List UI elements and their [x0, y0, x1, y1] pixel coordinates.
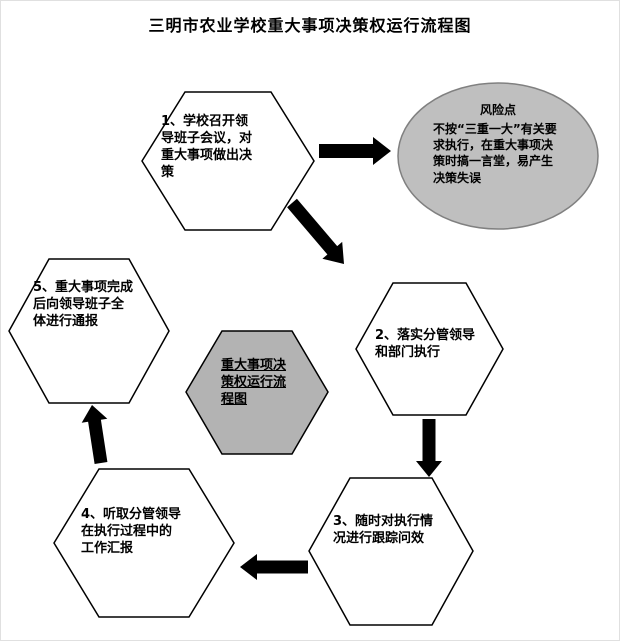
step4-label: 4、听取分管领导在执行过程中的工作汇报: [81, 507, 182, 557]
hexagon-center: [185, 330, 329, 455]
center-label: 重大事项决策权运行流程图: [221, 358, 287, 408]
hexagon-step4: [53, 468, 235, 618]
hexagon-step3: [308, 477, 474, 626]
arrow-step3-to-step4-icon: [240, 554, 308, 580]
arrow-step2-to-step3-icon: [416, 419, 442, 477]
step5-label: 5、重大事项完成后向领导班子全体进行通报: [33, 280, 134, 330]
arrow-step4-to-step5-icon: [81, 405, 108, 464]
step3-label: 3、随时对执行情况进行跟踪问效: [333, 514, 434, 547]
hexagon-step5: [8, 258, 170, 404]
hexagon-step1: [141, 91, 315, 231]
risk-body-label: 不按“三重一大”有关要求执行，在重大事项决策时搞一言堂，易产生决策失误: [433, 122, 557, 185]
page-title: 三明市农业学校重大事项决策权运行流程图: [148, 16, 472, 35]
step2-label: 2、落实分管领导和部门执行: [375, 328, 476, 361]
arrow-step1-to-step2-icon: [287, 198, 344, 264]
hexagon-step2: [355, 282, 504, 416]
risk-title-label: 风险点: [479, 103, 516, 117]
arrow-step1-to-risk-icon: [319, 137, 391, 165]
step1-label: 1、学校召开领导班子会议，对重大事项做出决策: [161, 114, 253, 181]
risk-ellipse: [397, 82, 599, 230]
